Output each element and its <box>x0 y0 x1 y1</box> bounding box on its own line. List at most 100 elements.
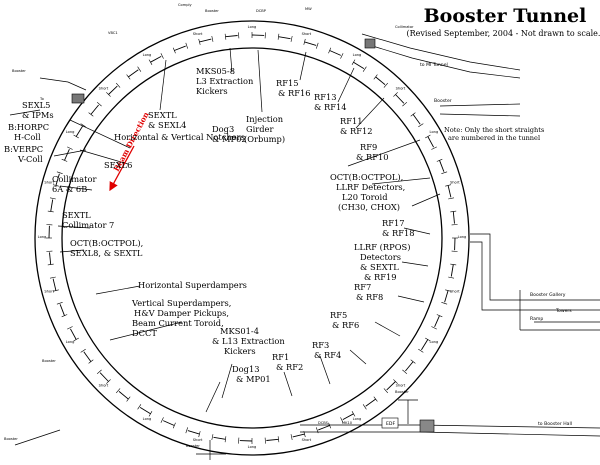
short-straight-marker: Short <box>44 289 54 293</box>
label-oct-sextl: OCT(B:OCTPOL),SEXL8, & SEXTL <box>70 238 143 258</box>
edf-label: EDF <box>386 421 395 427</box>
ext-label: DCBS <box>318 421 329 425</box>
long-straight-marker: Long <box>458 235 467 239</box>
magnet-tick <box>126 74 131 80</box>
magnet-tick <box>328 47 332 54</box>
label-rf5: RF5& RF6 <box>330 310 359 330</box>
magnet-tick <box>362 66 367 72</box>
beam-dash <box>213 436 226 440</box>
short-straight-marker: Short <box>193 32 203 36</box>
beam-dash <box>434 315 440 327</box>
label-vertical-superdampers: Vertical Superdampers,H&V Damper Pickups… <box>131 298 231 338</box>
magnet-tick <box>185 427 188 434</box>
magnet-tick <box>115 388 121 394</box>
tunnel-block-south <box>419 419 435 433</box>
external-beamlines: EDF <box>9 33 600 460</box>
label-oct-llrf: OCT(B:OCTPOL),LLRF Detectors,L20 Toroid(… <box>330 172 405 212</box>
beam-dash <box>412 114 421 125</box>
beam-dash <box>187 430 200 435</box>
ext-label: Booster <box>434 98 452 104</box>
magnet-tick <box>290 35 293 42</box>
short-straight-marker: Short <box>99 87 109 91</box>
ext-label: MW <box>305 7 312 11</box>
label-rf3: RF3& RF4 <box>312 340 341 360</box>
magnet-tick <box>410 112 416 117</box>
long-straight-marker: Long <box>248 25 257 29</box>
collimator-block <box>364 38 376 49</box>
magnet-tick <box>96 101 102 107</box>
ext-label: Booster <box>4 437 18 441</box>
magnet-tick <box>80 348 86 353</box>
magnet-tick <box>115 82 121 88</box>
short-straight-marker: Short <box>44 181 54 185</box>
magnet-tick <box>47 263 54 266</box>
magnet-tick <box>436 314 443 318</box>
magnet-tick <box>52 289 59 292</box>
short-straight-marker: Short <box>450 289 460 293</box>
beam-dash <box>318 425 330 431</box>
ext-label: DCBP <box>256 9 267 13</box>
magnet-tick <box>445 184 452 187</box>
beam-direction-arrow <box>109 145 135 192</box>
beam-dash <box>118 391 129 400</box>
beam-dash <box>395 94 405 104</box>
magnet-tick <box>67 326 73 330</box>
long-straight-marker: Long <box>38 235 47 239</box>
beam-dash <box>163 420 175 426</box>
magnet-tick <box>160 417 164 423</box>
beam-dash <box>375 76 386 85</box>
beam-dash <box>452 211 455 224</box>
tunnel-block-west <box>71 93 85 104</box>
magnet-tick <box>137 66 142 72</box>
beam-dash <box>50 199 54 212</box>
long-straight-marker: Long <box>143 417 152 421</box>
magnet-tick <box>80 123 86 128</box>
label-rf15: RF15& RF16 <box>276 78 311 98</box>
magnet-tick <box>137 404 142 410</box>
magnet-tick <box>316 42 319 49</box>
magnet-tick <box>160 53 164 59</box>
ext-label: VBC1 <box>108 31 118 35</box>
magnet-tick <box>362 404 367 410</box>
short-straight-marker: Short <box>302 32 312 36</box>
beam-dash <box>447 185 452 198</box>
magnet-tick <box>198 38 201 45</box>
magnet-tick <box>211 35 214 42</box>
label-notchers: Horizontal & Vertical Notchers <box>114 132 245 142</box>
label-sexl6: SEXL6 <box>104 160 132 170</box>
short-straight-marker: Short <box>302 438 312 442</box>
beam-dash <box>439 160 445 172</box>
beam-dash <box>199 38 212 43</box>
beam-dash <box>70 328 77 340</box>
beam-dash <box>174 45 186 51</box>
long-straight-marker: Long <box>353 53 362 57</box>
label-rf11: RF11& RF12 <box>340 116 373 136</box>
magnet-tick <box>340 53 344 59</box>
beam-dash <box>421 339 429 351</box>
label-horizontal-superdampers: Horizontal Superdampers <box>138 280 247 290</box>
label-dog13: Dog13& MP01 <box>232 364 271 384</box>
magnet-tick <box>383 388 389 394</box>
beam-dash <box>150 56 162 63</box>
magnet-tick <box>431 146 437 150</box>
tunnel-inner-wall <box>61 47 443 429</box>
beam-dash <box>83 351 92 362</box>
ext-label: Collimator <box>395 25 414 29</box>
magnet-tick <box>88 359 94 364</box>
leader-lines <box>53 47 441 413</box>
magnet-tick <box>56 171 63 174</box>
long-straight-marker: Long <box>430 340 439 344</box>
long-straight-marker: Long <box>353 417 362 421</box>
magnet-tick <box>106 92 111 97</box>
beam-dash <box>292 433 305 438</box>
magnet-tick <box>56 302 63 305</box>
magnet-tick <box>393 379 398 384</box>
magnet-tick <box>340 417 344 423</box>
long-straight-marker: Long <box>66 130 75 134</box>
beam-dash <box>59 304 65 316</box>
beam-dash <box>128 69 139 78</box>
